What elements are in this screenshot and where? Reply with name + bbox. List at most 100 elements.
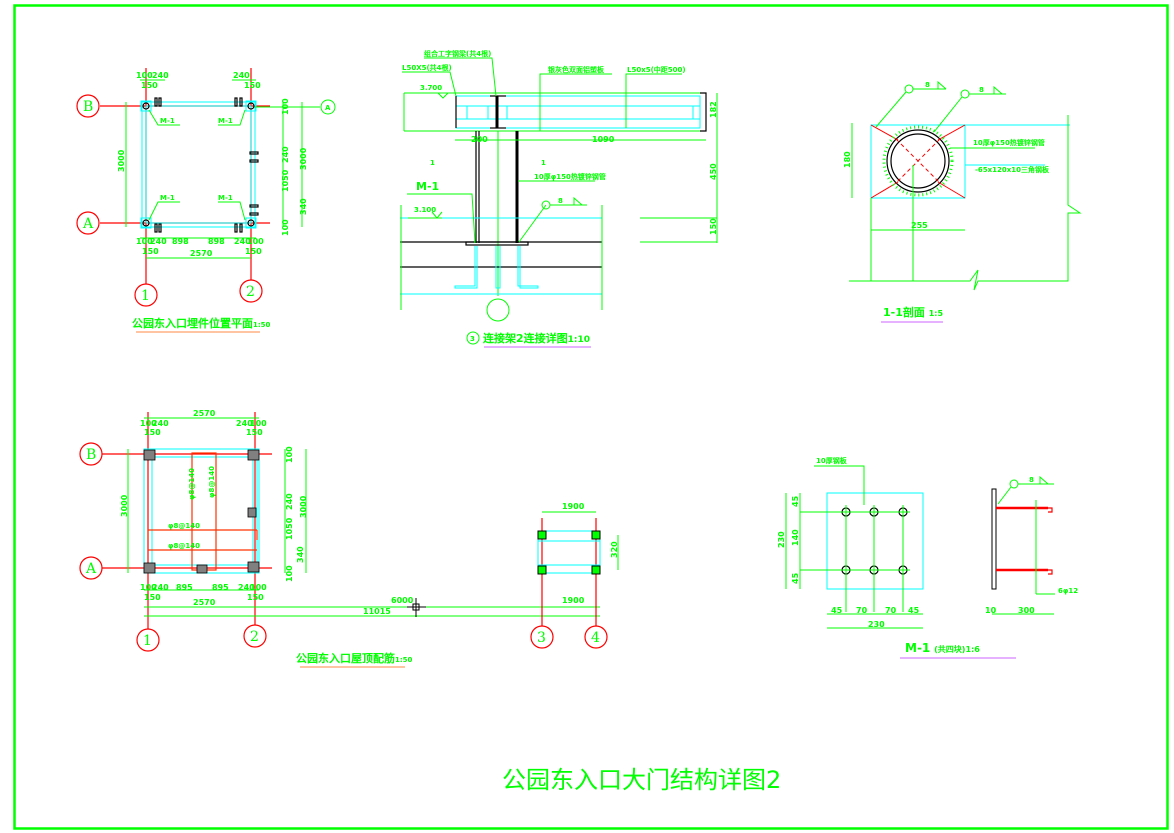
embed-plan-title: 公园东入口埋件位置平面1:50 [132, 316, 271, 330]
svg-text:3: 3 [537, 630, 546, 646]
roof-plan-view: φ8@140 φ8@140 φ8@140 φ8@140 2570 100 240… [79, 409, 619, 668]
embed-plate-a2 [245, 217, 257, 229]
grid-bubble-a: A [79, 556, 103, 580]
section-1-1-title: 1-1剖面 1:5 [883, 305, 943, 319]
dim-overall-right2: 340 [296, 546, 305, 563]
dim-bottom: 895 [176, 583, 193, 592]
dim-bottom: 100 [250, 583, 267, 592]
dim-overall-bottom: 2570 [190, 249, 213, 258]
dim-bottom: 240 [234, 237, 251, 246]
dim-bottom: 898 [172, 237, 189, 246]
embed-plate-b1 [140, 100, 152, 112]
svg-text:A: A [82, 216, 94, 232]
grid-bubble-4: 4 [584, 625, 608, 649]
dim-vertical: 140 [791, 529, 800, 546]
dim-bottom: 898 [208, 237, 225, 246]
dim-bottom-sub: 150 [245, 247, 262, 256]
grid-bubble-b: B [79, 442, 103, 466]
embed-label: M-1 [218, 117, 233, 125]
sheet-frame [13, 4, 1169, 830]
column-block [537, 530, 547, 540]
rebar-label: φ8@140 [208, 466, 216, 498]
svg-text:A: A [85, 561, 97, 577]
connection-detail-view: 200 1090 182 450 150 组合工字钢梁(共4根) L50X5(共… [400, 49, 718, 348]
label-angle2: L50x5(中距500) [627, 65, 686, 74]
dim-height: 182 [709, 101, 718, 118]
column-block [591, 565, 601, 575]
label-angle: L50X5(共4根) [402, 63, 452, 72]
dim-span: 1090 [592, 135, 615, 144]
sheet-title: 公园东入口大门结构详图2 [502, 766, 781, 794]
embed-plan-view: M-1 M-1 M-1 M-1 100 240 150 240 150 100 … [76, 68, 336, 333]
dim-overall-bottom: 2570 [193, 598, 216, 607]
dim-top: 240 [236, 419, 253, 428]
connection-detail-title: 3 连接架2连接详图1:10 [466, 331, 591, 348]
dim-overall-left: 3000 [117, 149, 126, 172]
dim-overall-horizontal: 230 [868, 620, 885, 629]
dim-right: 100 [285, 446, 294, 463]
svg-text:B: B [83, 99, 93, 115]
label-plate: 10厚钢板 [816, 456, 848, 465]
plate-side [991, 488, 997, 590]
dim-2-3: 6000 [391, 596, 414, 605]
dim-bottom: 100 [136, 237, 153, 246]
m1-plate-view: 45 140 45 230 45 70 70 45 230 10厚钢板 6φ12… [777, 456, 1078, 659]
dim-vertical: 45 [791, 572, 800, 584]
dim-overall-right2: 340 [299, 198, 308, 215]
dim-top: 240 [233, 71, 250, 80]
column-block [537, 565, 547, 575]
dim-vertical: 45 [791, 495, 800, 507]
dim-bottom: 240 [152, 583, 169, 592]
dim-height-3-4: 320 [610, 541, 619, 558]
embed-label: M-1 [160, 194, 175, 202]
dim-bottom: 240 [238, 583, 255, 592]
dim-span-3-4-bottom: 1900 [562, 596, 585, 605]
elevation-top: 3.700 [420, 84, 442, 92]
weld-size: 8 [558, 197, 563, 205]
dim-right: 100 [285, 565, 294, 582]
dim-base: 150 [709, 218, 718, 235]
dim-bottom: 100 [247, 237, 264, 246]
embed-label: M-1 [160, 117, 175, 125]
m1-plate-title: M-1 (共四块)1:6 [905, 641, 980, 655]
dim-right: 240 [285, 493, 294, 510]
label-embed: M-1 [416, 180, 439, 193]
column-block [591, 530, 601, 540]
dim-right: 100 [281, 98, 290, 115]
label-anchor: 6φ12 [1058, 587, 1078, 595]
svg-text:1: 1 [141, 288, 150, 304]
grid-bubble-a: A [76, 211, 100, 235]
roof-plan-title: 公园东入口屋顶配筋1:50 [296, 651, 413, 665]
grid-bubble-3: 3 [530, 625, 554, 649]
label-panel: 银灰色双面铝塑板 [548, 65, 605, 74]
dim-left: 200 [471, 135, 488, 144]
dim-right: 1050 [281, 169, 290, 192]
dim-bottom: 240 [150, 237, 167, 246]
svg-text:B: B [86, 447, 96, 463]
dim-horizontal: 45 [908, 606, 920, 615]
dim-top: 240 [152, 419, 169, 428]
crosshair-cursor [407, 598, 426, 617]
dim-bottom-sub: 150 [144, 593, 161, 602]
embed-plate-a1 [140, 217, 152, 229]
svg-text:3: 3 [470, 335, 475, 343]
dim-top: 150 [141, 81, 158, 90]
dim-top: 100 [136, 71, 153, 80]
svg-text:4: 4 [591, 630, 600, 646]
section-1-1-view: 180 255 10厚φ150热镀锌钢管 -65x120x10三角钢板 8 8 … [843, 80, 1082, 323]
grid-bubble-b: B [76, 94, 100, 118]
rebar-label: φ8@140 [168, 542, 200, 550]
dim-thickness: 10 [985, 606, 997, 615]
dim-bottom: 895 [212, 583, 229, 592]
dim-overall-vertical: 230 [777, 531, 786, 548]
dim-horizontal: 45 [831, 606, 843, 615]
label-stiffener: -65x120x10三角钢板 [975, 165, 1050, 174]
label-pipe: 10厚φ150热镀锌钢管 [534, 172, 606, 181]
grid-bubble-1: 1 [136, 628, 160, 652]
svg-text:2: 2 [250, 629, 259, 645]
rebar-label: φ8@140 [188, 468, 196, 500]
dim-overall-total: 11015 [363, 607, 391, 616]
dim-right: 100 [281, 219, 290, 236]
dim-top: 150 [244, 81, 261, 90]
